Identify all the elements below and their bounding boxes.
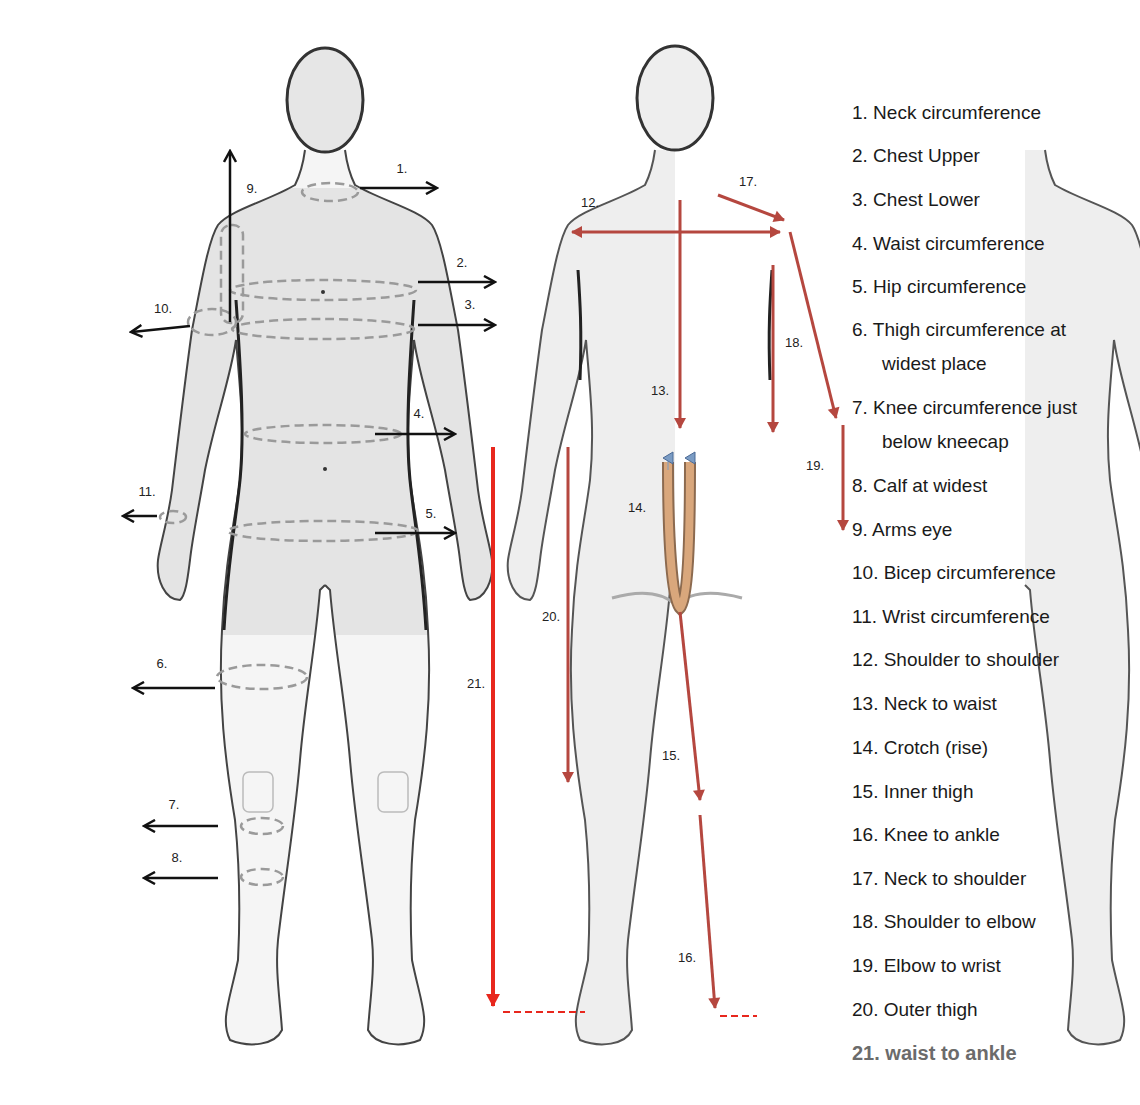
drawing-stroke <box>375 532 454 535</box>
head <box>287 48 363 152</box>
drawing-stroke <box>230 280 416 300</box>
drawing-stroke <box>375 433 454 436</box>
measurement-list-item: 3. Chest Lower <box>852 183 1114 217</box>
callout-number: 3. <box>465 298 476 311</box>
drawing-stroke <box>124 515 157 518</box>
measurement-list-item: 16. Knee to ankle <box>852 818 1114 852</box>
ankle-guide <box>720 1015 757 1017</box>
drawing-stroke <box>842 425 845 530</box>
callout-number: 21. <box>467 677 485 690</box>
waist-ankle-arrow <box>491 447 495 1006</box>
drawing-stroke <box>217 665 307 689</box>
measurement-list-item: 18. Shoulder to elbow <box>852 905 1114 939</box>
body-dot <box>321 290 325 294</box>
drawing-stroke <box>132 326 190 332</box>
measurement-list-item: 2. Chest Upper <box>852 139 1114 173</box>
measurement-list-item: 11. Wrist circumference <box>852 600 1114 634</box>
measurement-list-item: 14. Crotch (rise) <box>852 731 1114 765</box>
callout-number: 2. <box>457 256 468 269</box>
drawing-stroke <box>360 187 436 190</box>
drawing-stroke <box>668 462 690 608</box>
callout-number: 11. <box>138 485 155 498</box>
callout-number: 14. <box>628 501 646 514</box>
measurement-list-item: 17. Neck to shoulder <box>852 862 1114 896</box>
navel-dot <box>323 467 327 471</box>
body-fill <box>1025 150 1140 1044</box>
measurement-list-item: 10. Bicep circumference <box>852 556 1114 590</box>
measurement-list-item: 5. Hip circumference <box>852 270 1114 304</box>
drawing-stroke <box>572 231 780 234</box>
callout-number: 6. <box>157 657 168 670</box>
measurement-list-item: 7. Knee circumference just below kneecap <box>852 391 1114 459</box>
callout-number: 17. <box>739 175 757 188</box>
measurement-list-item: 13. Neck to waist <box>852 687 1114 721</box>
front-figure <box>124 48 500 1044</box>
drawing-stroke <box>221 225 243 323</box>
callout-number: 5. <box>426 507 437 520</box>
torso-shading <box>150 188 500 635</box>
drawing-stroke <box>232 319 414 339</box>
drawing-stroke <box>241 869 283 885</box>
callout-number: 7. <box>169 798 180 811</box>
back-edge <box>578 270 581 380</box>
back-figure <box>493 46 1140 1044</box>
callout-number: 20. <box>542 610 560 623</box>
drawing-stroke <box>418 281 494 284</box>
drawing-stroke <box>145 877 218 880</box>
callout-number: 18. <box>785 336 803 349</box>
drawing-stroke <box>668 462 690 608</box>
callout-number: 9. <box>247 182 258 195</box>
callout-number: 12. <box>581 196 599 209</box>
drawing-stroke <box>679 200 682 428</box>
callout-number: 15. <box>662 749 680 762</box>
drawing-stroke <box>790 232 836 418</box>
crotch-rise-mark <box>668 458 690 608</box>
drawing-stroke <box>690 458 691 470</box>
callout-number: 8. <box>172 851 183 864</box>
ankle-guide <box>503 1011 585 1013</box>
drawing-stroke <box>229 152 232 322</box>
drawing-stroke <box>302 183 358 201</box>
measurement-list-item: 21. waist to ankle <box>852 1036 1114 1070</box>
callout-number: 4. <box>414 407 425 420</box>
body-outline <box>508 150 675 1044</box>
body-fill <box>508 150 675 1044</box>
measurement-list-item: 12. Shoulder to shoulder <box>852 643 1114 677</box>
drawing-stroke <box>700 815 715 1008</box>
torso-edge <box>224 300 242 630</box>
measurement-list-item: 4. Waist circumference <box>852 227 1114 261</box>
measurement-list-item: 9. Arms eye <box>852 513 1114 547</box>
drawing-stroke <box>418 324 494 327</box>
drawing-stroke <box>668 458 669 470</box>
drawing-stroke <box>718 195 784 220</box>
callout-number: 16. <box>678 951 696 964</box>
measure-arrows <box>568 195 843 1008</box>
drawing-stroke <box>241 818 283 834</box>
kneecap-mark <box>243 772 273 812</box>
drawing-stroke <box>228 521 418 541</box>
measurement-list-item: 15. Inner thigh <box>852 775 1114 809</box>
body-outline <box>325 150 492 1044</box>
kneecap-mark <box>378 772 408 812</box>
measurement-list-item: 6. Thigh circumference at widest place <box>852 313 1114 381</box>
drawing-stroke <box>160 511 186 523</box>
body-outline <box>1025 150 1140 1044</box>
head <box>637 46 713 150</box>
callout-number: 19. <box>806 459 824 472</box>
measurement-list-item: 8. Calf at widest <box>852 469 1114 503</box>
drawing-stroke <box>145 825 218 828</box>
drawing-stroke <box>680 612 700 800</box>
torso-edge <box>408 300 426 630</box>
callout-number: 1. <box>397 162 408 175</box>
drawing-stroke <box>567 447 570 782</box>
callout-number: 13. <box>651 384 669 397</box>
drawing-stroke <box>134 687 215 690</box>
measurement-list-item: 1. Neck circumference <box>852 96 1114 130</box>
measurement-list-item: 19. Elbow to wrist <box>852 949 1114 983</box>
measure-arrows <box>124 152 494 878</box>
drawing-stroke <box>772 265 775 432</box>
measurement-list-item: 20. Outer thigh <box>852 993 1114 1027</box>
callout-number: 10. <box>154 302 172 315</box>
